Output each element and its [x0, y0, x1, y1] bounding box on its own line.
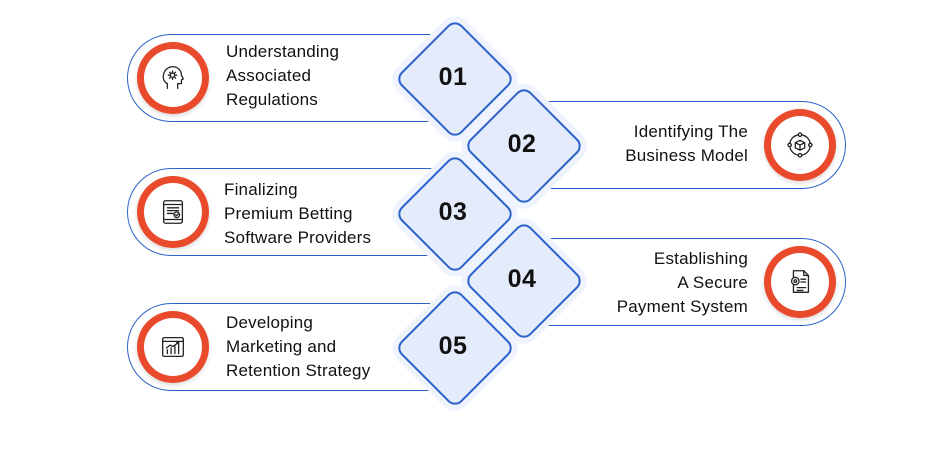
step-04-label-line: Establishing	[653, 249, 748, 268]
step-02-label-line: Identifying The	[633, 122, 748, 141]
gear-head-icon	[162, 66, 184, 89]
network-cube-icon	[787, 132, 813, 158]
step-02-label: Identifying The Business Model	[625, 120, 748, 168]
step-03-icon-ring	[137, 176, 209, 248]
step-04-label-line: Payment System	[616, 297, 748, 316]
step-01-label-line: Regulations	[226, 90, 318, 109]
step-01-icon-ring	[137, 42, 209, 114]
step-02-label-line: Business Model	[625, 146, 748, 165]
step-02-icon-ring	[764, 109, 836, 181]
step-01-label-line: Understanding	[226, 42, 340, 61]
step-05-label: Developing Marketing and Retention Strat…	[226, 311, 370, 383]
step-03-number: 03	[438, 197, 468, 226]
document-gear-icon	[790, 270, 810, 293]
step-05-label-line: Marketing and	[226, 337, 337, 356]
step-04-label-line: A Secure	[677, 273, 748, 292]
step-05-label-line: Retention Strategy	[226, 361, 371, 380]
step-03-label-line: Premium Betting	[224, 204, 353, 223]
step-01-label-line: Associated	[226, 66, 312, 85]
step-03-label-line: Software Providers	[224, 228, 372, 247]
step-03-label-line: Finalizing	[224, 180, 298, 199]
tablet-check-icon	[162, 200, 184, 224]
step-05-number: 05	[438, 331, 468, 360]
step-01-number: 01	[438, 62, 468, 91]
step-05-icon-ring	[137, 311, 209, 383]
step-04-label: Establishing A Secure Payment System	[617, 247, 748, 319]
step-03-label: Finalizing Premium Betting Software Prov…	[224, 178, 371, 250]
growth-chart-icon	[162, 336, 184, 358]
step-02-number: 02	[507, 129, 537, 158]
step-04-icon-ring	[764, 246, 836, 318]
step-05-label-line: Developing	[226, 313, 314, 332]
step-01-label: Understanding Associated Regulations	[226, 40, 339, 112]
step-04-number: 04	[507, 264, 537, 293]
